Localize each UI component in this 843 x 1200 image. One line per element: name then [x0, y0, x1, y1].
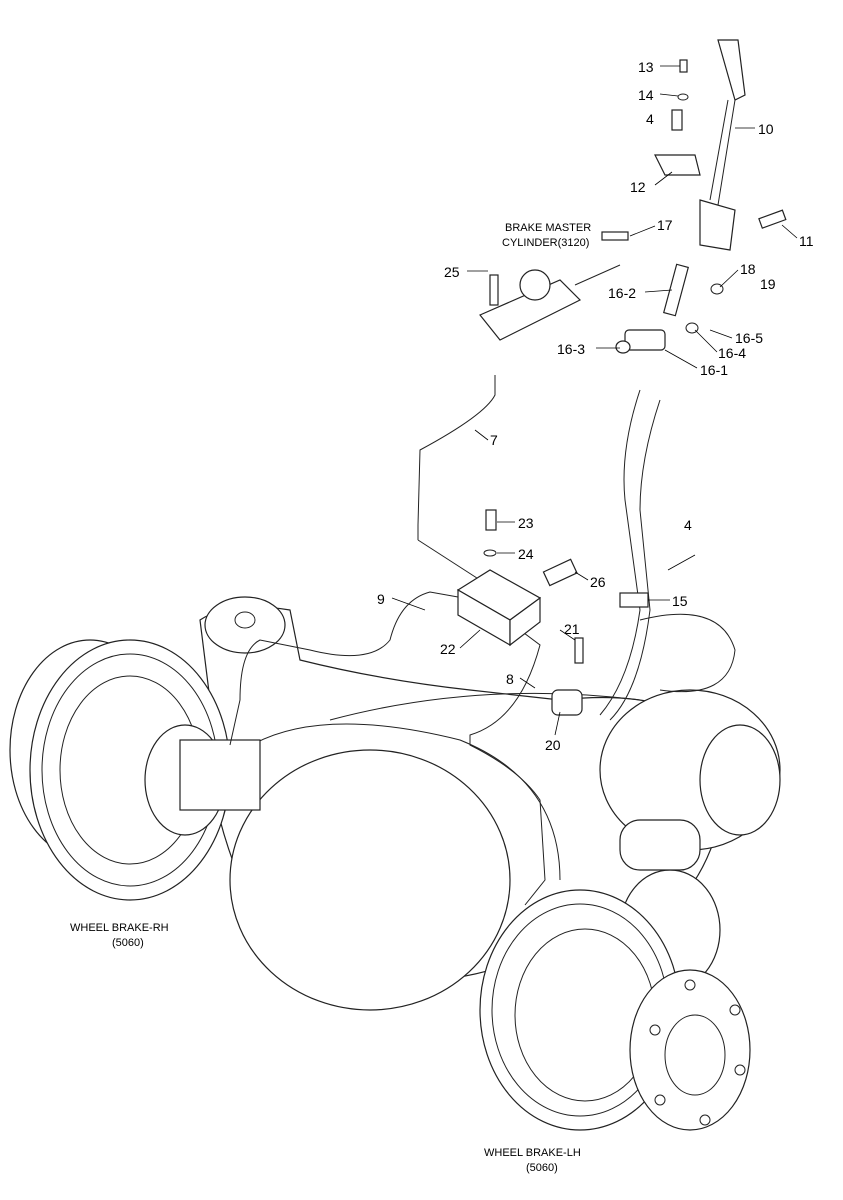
callout-9: 9 [377, 591, 385, 607]
callout-18: 18 [740, 261, 756, 277]
valve-block [456, 509, 578, 647]
callout-7: 7 [490, 432, 498, 448]
callout-14: 14 [638, 87, 654, 103]
callout-11: 11 [799, 233, 814, 249]
caption-wheel-rh-line1: WHEEL BRAKE-RH [70, 922, 169, 934]
callout-22: 22 [440, 641, 456, 657]
clamp-15 [619, 592, 649, 608]
callout-16-3: 16-3 [557, 341, 585, 357]
callout-25: 25 [444, 264, 460, 280]
caption-wheel-lh-line2: (5060) [526, 1162, 558, 1174]
wheel-brake-rh [9, 639, 261, 901]
callout-19: 19 [760, 276, 776, 292]
callout-21: 21 [564, 621, 580, 637]
callout-4-right: 4 [684, 517, 692, 533]
caption-master-cylinder-line1: BRAKE MASTER [505, 222, 591, 234]
brake-lines [229, 375, 661, 906]
caption-master-cylinder-line2: CYLINDER(3120) [502, 237, 589, 249]
axle-housing [199, 596, 781, 1011]
callout-24: 24 [518, 546, 534, 562]
callout-13: 13 [638, 59, 654, 75]
callout-16-4: 16-4 [718, 345, 746, 361]
callout-15: 15 [672, 593, 688, 609]
callout-12: 12 [630, 179, 646, 195]
bolt-21 [574, 637, 584, 664]
callout-16-5: 16-5 [735, 330, 763, 346]
callout-4: 4 [646, 111, 654, 127]
parking-brake-lever [601, 39, 787, 354]
caption-wheel-lh-line1: WHEEL BRAKE-LH [484, 1147, 581, 1159]
callout-10: 10 [758, 121, 774, 137]
callout-17: 17 [657, 217, 673, 233]
callout-26: 26 [590, 574, 606, 590]
caption-wheel-rh-line2: (5060) [112, 937, 144, 949]
callout-16-1: 16-1 [700, 362, 728, 378]
callout-16-2: 16-2 [608, 285, 636, 301]
callout-8: 8 [506, 671, 514, 687]
wheel-brake-lh [479, 889, 751, 1131]
leader-lines [391, 65, 798, 736]
brake-master-cylinder [479, 264, 621, 341]
callout-20: 20 [545, 737, 561, 753]
strap-20 [551, 689, 583, 716]
callout-23: 23 [518, 515, 534, 531]
